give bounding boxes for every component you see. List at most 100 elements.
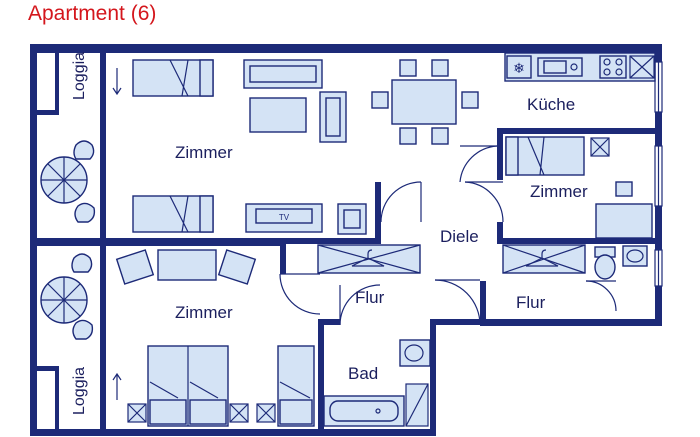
wall-flur-right-step (480, 281, 486, 326)
chair-icon (371, 91, 389, 109)
door-small-zimmer (464, 181, 504, 223)
door-entry (434, 279, 481, 326)
chair-icon (72, 319, 94, 340)
chair-icon (73, 140, 95, 160)
door-kueche-diele (459, 145, 498, 183)
chair-icon (399, 127, 417, 145)
label-zimmer-main: Zimmer (175, 143, 233, 162)
bathtub-icon (323, 395, 405, 427)
wall-middle-right (500, 238, 660, 244)
bad-furniture (323, 339, 431, 427)
label-bad: Bad (348, 364, 378, 383)
bed-icon (505, 136, 585, 176)
door-wc (585, 280, 617, 312)
chair-icon (615, 181, 633, 197)
hanger-icon (525, 249, 559, 267)
label-kueche: Küche (527, 95, 575, 114)
bedroom-furniture (115, 249, 315, 427)
armchair-icon (217, 249, 257, 285)
wall-loggia-bottom-pillar (55, 366, 59, 429)
arrow-icon (112, 68, 122, 96)
toilet-icon (594, 246, 616, 280)
coffee-table (249, 97, 307, 133)
wall-flur-left-stub (280, 244, 286, 274)
sofa-icon (243, 59, 323, 89)
tv-label: TV (279, 213, 290, 222)
chair-icon (399, 59, 417, 77)
wall-top (30, 44, 662, 53)
wall-loggia-top-rail (37, 110, 59, 115)
armchair-icon (337, 203, 367, 235)
wall-bottom-right (480, 319, 662, 326)
sink-icon (399, 339, 431, 367)
doors (279, 145, 617, 326)
armchair-icon (115, 249, 155, 285)
table-icon (157, 249, 217, 281)
kueche-furniture: ❄ (371, 52, 656, 145)
chair-icon (74, 202, 96, 223)
walls (30, 44, 662, 436)
wall-bottom (30, 429, 436, 436)
nightstand-icon (229, 403, 249, 423)
wall-bad-top-right (433, 319, 483, 325)
double-bed-icon (147, 345, 229, 427)
door-bedroom (279, 273, 321, 315)
label-loggia-top: Loggia (71, 52, 88, 100)
sink-icon (622, 245, 648, 267)
kitchen-counter: ❄ (504, 52, 656, 82)
room-labels: Loggia Loggia Zimmer Küche Zimmer Diele … (71, 52, 588, 415)
dining-table (391, 79, 457, 125)
label-loggia-bottom: Loggia (71, 367, 88, 415)
wall-middle-left (30, 238, 280, 246)
loggia-top (40, 68, 122, 223)
wardrobe-left (317, 244, 421, 274)
armchair-icon (319, 91, 347, 143)
wc-area (594, 245, 648, 280)
wardrobe-right (502, 244, 586, 274)
chair-icon (461, 91, 479, 109)
arrow-icon (112, 372, 122, 400)
nightstand-icon (256, 403, 276, 423)
small-zimmer-furniture (505, 136, 653, 239)
chair-icon (431, 127, 449, 145)
door-bad (339, 284, 381, 326)
umbrella-icon (40, 156, 88, 204)
nightstand-icon (590, 137, 610, 157)
label-zimmer-small: Zimmer (530, 182, 588, 201)
bed-icon (132, 59, 214, 97)
stove-icon (599, 55, 627, 79)
bed-icon (132, 195, 214, 233)
umbrella-icon (40, 276, 88, 324)
wall-bad-right (430, 319, 436, 436)
plan-title: Apartment (6) (28, 2, 157, 25)
wall-loggia-bottom-rail (37, 366, 59, 371)
label-flur-right: Flur (516, 293, 546, 312)
label-diele: Diele (440, 227, 479, 246)
wall-zimmer-right (375, 182, 381, 244)
nightstand-icon (127, 403, 147, 423)
wall-middle-a (280, 238, 380, 244)
freezer-icon: ❄ (506, 55, 532, 79)
tv-icon: TV (245, 203, 323, 233)
wall-bad-left (318, 319, 324, 436)
sink-icon (537, 57, 583, 77)
chair-icon (71, 253, 93, 273)
svg-text:❄: ❄ (513, 61, 525, 77)
fridge-icon (629, 55, 655, 79)
wall-loggia-top-pillar (55, 53, 59, 115)
wall-small-zimmer-left-low (497, 222, 503, 244)
windows (654, 61, 663, 287)
loggia-bottom (40, 253, 122, 400)
towel-rack-icon (405, 383, 429, 427)
chair-icon (431, 59, 449, 77)
door-zimmer-diele (380, 181, 422, 223)
desk-icon (595, 203, 653, 239)
bed-icon (277, 345, 315, 427)
wall-bad-top-left (318, 319, 340, 325)
wall-small-zimmer-left (497, 128, 503, 180)
label-flur-left: Flur (355, 288, 385, 307)
label-zimmer-bedroom: Zimmer (175, 303, 233, 322)
hanger-icon (351, 249, 385, 267)
wall-kueche-bottom (497, 128, 660, 134)
